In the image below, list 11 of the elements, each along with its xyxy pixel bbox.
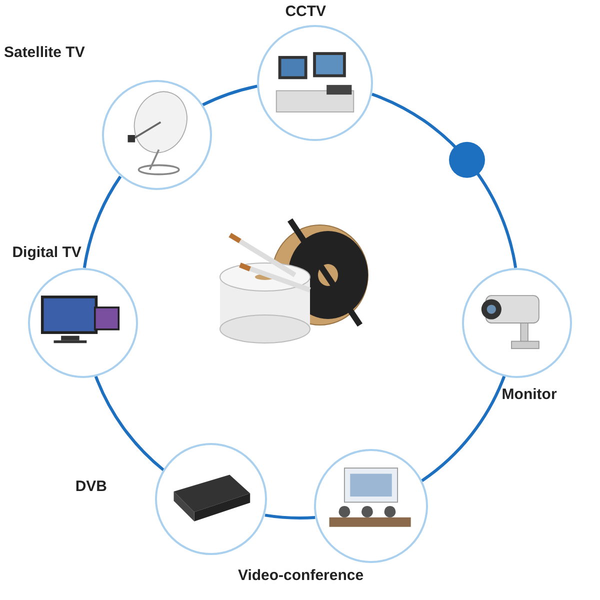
ring-connector xyxy=(82,176,122,268)
node-label: DVB xyxy=(75,478,107,496)
ring-connector xyxy=(264,514,316,520)
node-label: CCTV xyxy=(285,2,326,20)
node-label: Satellite TV xyxy=(4,44,85,62)
ring-connector xyxy=(94,376,164,472)
node-label: Video-conference xyxy=(238,567,364,584)
node-label: Digital TV xyxy=(12,244,82,261)
node-label: Monitor xyxy=(502,386,557,403)
ring-connector xyxy=(202,84,258,106)
ring-connector xyxy=(421,376,506,482)
